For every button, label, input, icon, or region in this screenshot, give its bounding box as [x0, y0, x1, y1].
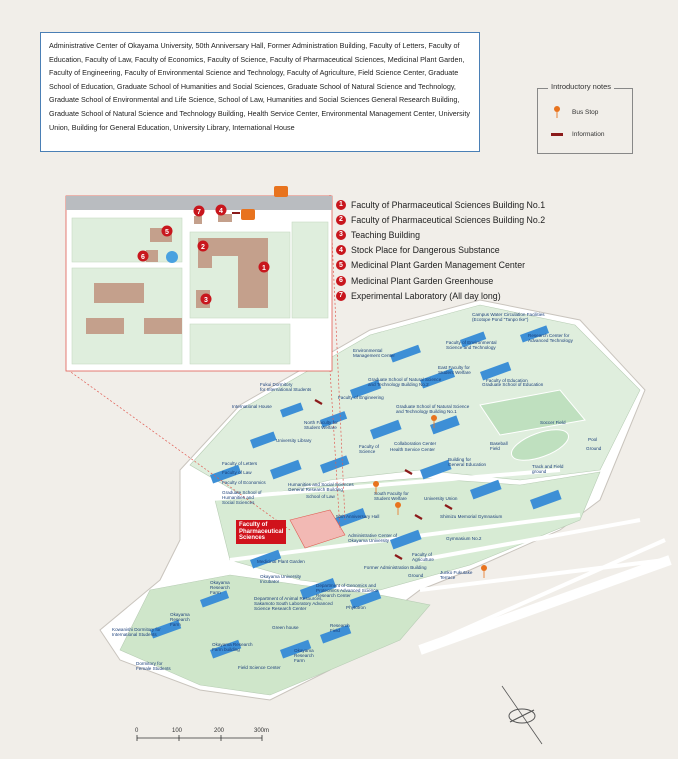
- bus-stop-pins: [373, 415, 487, 578]
- bus-stop-icon: [548, 105, 566, 119]
- map-label: Ground: [408, 573, 424, 578]
- map-label: Medicinal Plant Garden: [257, 559, 305, 564]
- inset-map: 1 2 3 4 5 6 7: [65, 186, 333, 372]
- map-label: Kowanishi Dormitory for International St…: [112, 627, 161, 638]
- introductory-notes: Introductory notes Bus Stop Information: [537, 82, 633, 154]
- pharmacy-area: [289, 509, 346, 549]
- map-label: Dormitory for Female Students: [136, 661, 171, 672]
- map-label: Soccer Field: [540, 420, 566, 425]
- map-label: Research Center for Advanced Technology: [528, 333, 573, 344]
- svg-text:4: 4: [219, 208, 223, 215]
- map-label: Shimizu Memorial Gymnasium: [440, 514, 503, 519]
- map-label: Ground: [586, 446, 602, 451]
- map-label: Administrative Center of Okayama Univers…: [348, 533, 398, 544]
- bus-icon: [241, 186, 288, 220]
- scale-bar: [136, 735, 263, 741]
- map-label: Graduate School of Humanities and Social…: [222, 490, 262, 506]
- svg-text:3: 3: [204, 297, 208, 304]
- svg-text:6: 6: [141, 254, 145, 261]
- description-text: Administrative Center of Okayama Univers…: [49, 41, 470, 132]
- zoom-lines: [67, 194, 346, 531]
- map-label: Former Administration Building: [364, 565, 427, 570]
- map-label: Faculty of Agriculture: [412, 552, 434, 563]
- svg-text:5: 5: [165, 229, 169, 236]
- sports-fields: [479, 389, 586, 461]
- map-label: Okayama Research Farm: [294, 648, 314, 664]
- svg-text:1: 1: [262, 265, 266, 272]
- map-label: Faculty of Science: [359, 444, 379, 455]
- map-label: Fukui Dormitory for International Studen…: [260, 382, 312, 393]
- map-label: Baseball Field: [490, 441, 508, 452]
- map-label: Gymnasium No.2: [446, 536, 482, 541]
- campus-roads: [199, 468, 666, 642]
- map-label: Research Field: [330, 623, 350, 634]
- map-label: Junko Fukutake Terrace: [440, 570, 473, 581]
- map-label: Okayama Research Farm building: [212, 642, 253, 653]
- map-label: Environmental Management Center: [353, 348, 395, 359]
- bus-stop-label: Bus Stop: [572, 108, 599, 116]
- map-label: Track and Field ground: [532, 464, 564, 475]
- map-label: Okayama Research Farm: [210, 580, 230, 596]
- map-label: Faculty of Law: [222, 470, 252, 475]
- map-label: Campus Water Circulation Facilities (Eco…: [472, 312, 545, 323]
- map-label: Phytotron: [346, 605, 366, 610]
- information-label: Information: [572, 131, 605, 138]
- map-label: Faculty of Environmental Science and Tec…: [446, 340, 497, 351]
- middle-campus-zone: [214, 471, 601, 591]
- map-label: Green house: [272, 625, 299, 630]
- inset-pond: [166, 251, 178, 263]
- svg-text:2: 2: [201, 244, 205, 251]
- map-label: Health Service Center: [390, 447, 435, 452]
- map-label: Faculty of Letters: [222, 461, 258, 466]
- compass-icon: [501, 685, 543, 745]
- main-road: [418, 555, 672, 655]
- information-markers: [314, 399, 453, 560]
- scale-0: 0: [135, 728, 139, 734]
- information-icon: [548, 132, 566, 137]
- map-label: Humanities and Social Sciences General R…: [288, 482, 354, 493]
- note-information: Information: [548, 131, 605, 138]
- map-label: Department of Animal Resources, Sakamoto…: [254, 596, 333, 612]
- description-box: Administrative Center of Okayama Univers…: [40, 32, 480, 152]
- map-label: University Union: [424, 496, 458, 501]
- svg-text:7: 7: [197, 209, 201, 216]
- map-label: Collaboration Center: [394, 441, 437, 446]
- note-bus-stop: Bus Stop: [548, 105, 598, 119]
- map-label: South Faculty for Student Welfare: [374, 491, 409, 502]
- notes-title: Introductory notes: [548, 82, 615, 91]
- map-label: Okayama Research Farm: [170, 612, 190, 628]
- map-label: University Library: [276, 438, 312, 443]
- map-label: International House: [232, 404, 272, 409]
- map-label: Faculty of Economics: [222, 480, 266, 485]
- scale-300m: 300m: [254, 728, 270, 734]
- map-label: Faculty of Engineering: [338, 395, 384, 400]
- map-label: Graduate School of Natural Science and T…: [396, 404, 470, 415]
- map-label: Pool: [588, 437, 598, 442]
- campus-buildings: [150, 325, 562, 659]
- map-label: North Faculty for Student Welfare: [304, 420, 338, 431]
- map-label: Field Science Center: [238, 665, 281, 670]
- map-label: Graduate School of Education: [482, 382, 544, 387]
- map-label: Okayama University Incubator: [260, 574, 302, 585]
- pharmaceutical-sciences-label: Faculty of Pharmaceutical Sciences: [236, 520, 287, 544]
- map-label: Building for General Education: [448, 457, 487, 468]
- map-label: Department of Genomics and Proteomics Ad…: [316, 583, 379, 599]
- map-label: Faculty of Education: [486, 378, 528, 383]
- scale-200: 200: [214, 728, 225, 734]
- map-label: East Faculty for Student Welfare: [438, 365, 471, 376]
- map-label: 50th Anniversary Hall: [336, 514, 380, 519]
- scale-100: 100: [172, 728, 183, 734]
- map-label: Graduate School of Natural Science and T…: [368, 377, 442, 388]
- map-label: School of Law: [306, 494, 335, 499]
